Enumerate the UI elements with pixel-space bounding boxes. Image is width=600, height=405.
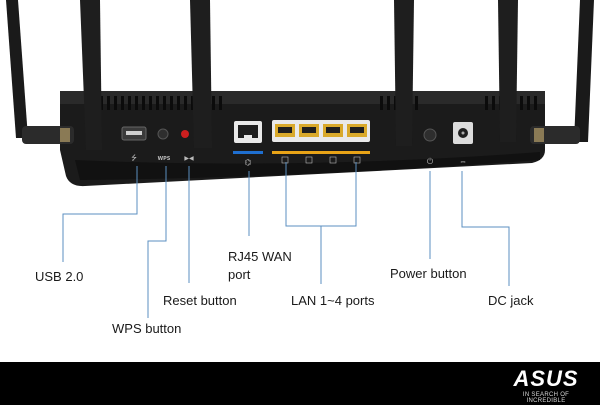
power-icon: ⏻ xyxy=(427,157,434,166)
vent-slot xyxy=(177,96,180,110)
wan-port xyxy=(234,121,262,143)
callout-wps xyxy=(147,166,167,318)
lan-socket-opening xyxy=(350,127,364,133)
vent-slot xyxy=(219,96,222,110)
vent-slot xyxy=(100,96,103,110)
antenna-3 xyxy=(394,0,414,146)
callout-lines xyxy=(62,162,510,318)
lan-port-marker xyxy=(353,156,361,164)
label-wan-line2: port xyxy=(228,267,251,282)
antenna-1 xyxy=(80,0,102,150)
label-wan-line1: RJ45 WAN xyxy=(228,249,292,264)
label-power: Power button xyxy=(390,266,467,281)
vent-slot xyxy=(135,96,138,110)
vent-slot xyxy=(142,96,145,110)
reset-button xyxy=(181,130,189,138)
vent-slot xyxy=(485,96,488,110)
lan-port-marker xyxy=(305,156,313,164)
wan-indicator-bar xyxy=(233,151,263,154)
antenna-4 xyxy=(498,0,518,142)
antenna-left-hinge xyxy=(22,126,74,144)
asus-logo: ASUS IN SEARCH OF INCREDIBLE xyxy=(504,366,588,405)
vent-slot xyxy=(107,96,110,110)
vent-slot xyxy=(191,96,194,110)
vent-slot xyxy=(387,96,390,110)
vent-slot xyxy=(149,96,152,110)
vent-slot xyxy=(380,96,383,110)
callout-dc xyxy=(461,171,510,286)
footer-bar: ASUS IN SEARCH OF INCREDIBLE xyxy=(0,362,600,405)
vent-slot xyxy=(170,96,173,110)
vent-slot xyxy=(520,96,523,110)
lan-port-marker xyxy=(281,156,289,164)
reset-icon: ▶◀ xyxy=(184,155,194,162)
vent-slot xyxy=(534,96,537,110)
vent-slot xyxy=(492,96,495,110)
label-wps: WPS button xyxy=(112,321,182,336)
lan-indicator-bar xyxy=(272,151,370,154)
vent-slot xyxy=(121,96,124,110)
lan-ports xyxy=(272,120,370,142)
usb-icon: ⭍ xyxy=(131,154,137,162)
vent-slot xyxy=(527,96,530,110)
dc-icon: ⎓ xyxy=(461,159,466,166)
vent-slot xyxy=(163,96,166,110)
wps-icon: WPS xyxy=(158,156,171,162)
antenna-right-hinge xyxy=(530,126,580,144)
lan-port-numbers xyxy=(281,156,361,164)
callout-usb xyxy=(62,166,138,262)
brand-tagline: IN SEARCH OF INCREDIBLE xyxy=(522,392,570,404)
wan-icon: ⌬ xyxy=(245,158,252,167)
antenna-right-outer xyxy=(574,0,594,142)
label-dc: DC jack xyxy=(488,293,534,308)
wps-button xyxy=(157,128,169,140)
usb-port xyxy=(121,126,147,141)
dc-jack xyxy=(453,122,473,144)
lan-port-marker xyxy=(329,156,337,164)
antenna-2 xyxy=(190,0,212,148)
brand-wordmark: ASUS xyxy=(513,366,579,391)
vent-slot xyxy=(415,96,418,110)
lan-socket-opening xyxy=(326,127,340,133)
lan-socket-opening xyxy=(302,127,316,133)
lan-socket-opening xyxy=(278,127,292,133)
vent-slot xyxy=(128,96,131,110)
vent-slot xyxy=(156,96,159,110)
power-button xyxy=(423,128,437,142)
antenna-left-outer xyxy=(6,0,28,138)
label-usb: USB 2.0 xyxy=(35,269,84,284)
label-lan: LAN 1~4 ports xyxy=(291,293,375,308)
vent-slot xyxy=(212,96,215,110)
vent-slot xyxy=(114,96,117,110)
label-reset: Reset button xyxy=(163,293,237,308)
vent-slot xyxy=(184,96,187,110)
